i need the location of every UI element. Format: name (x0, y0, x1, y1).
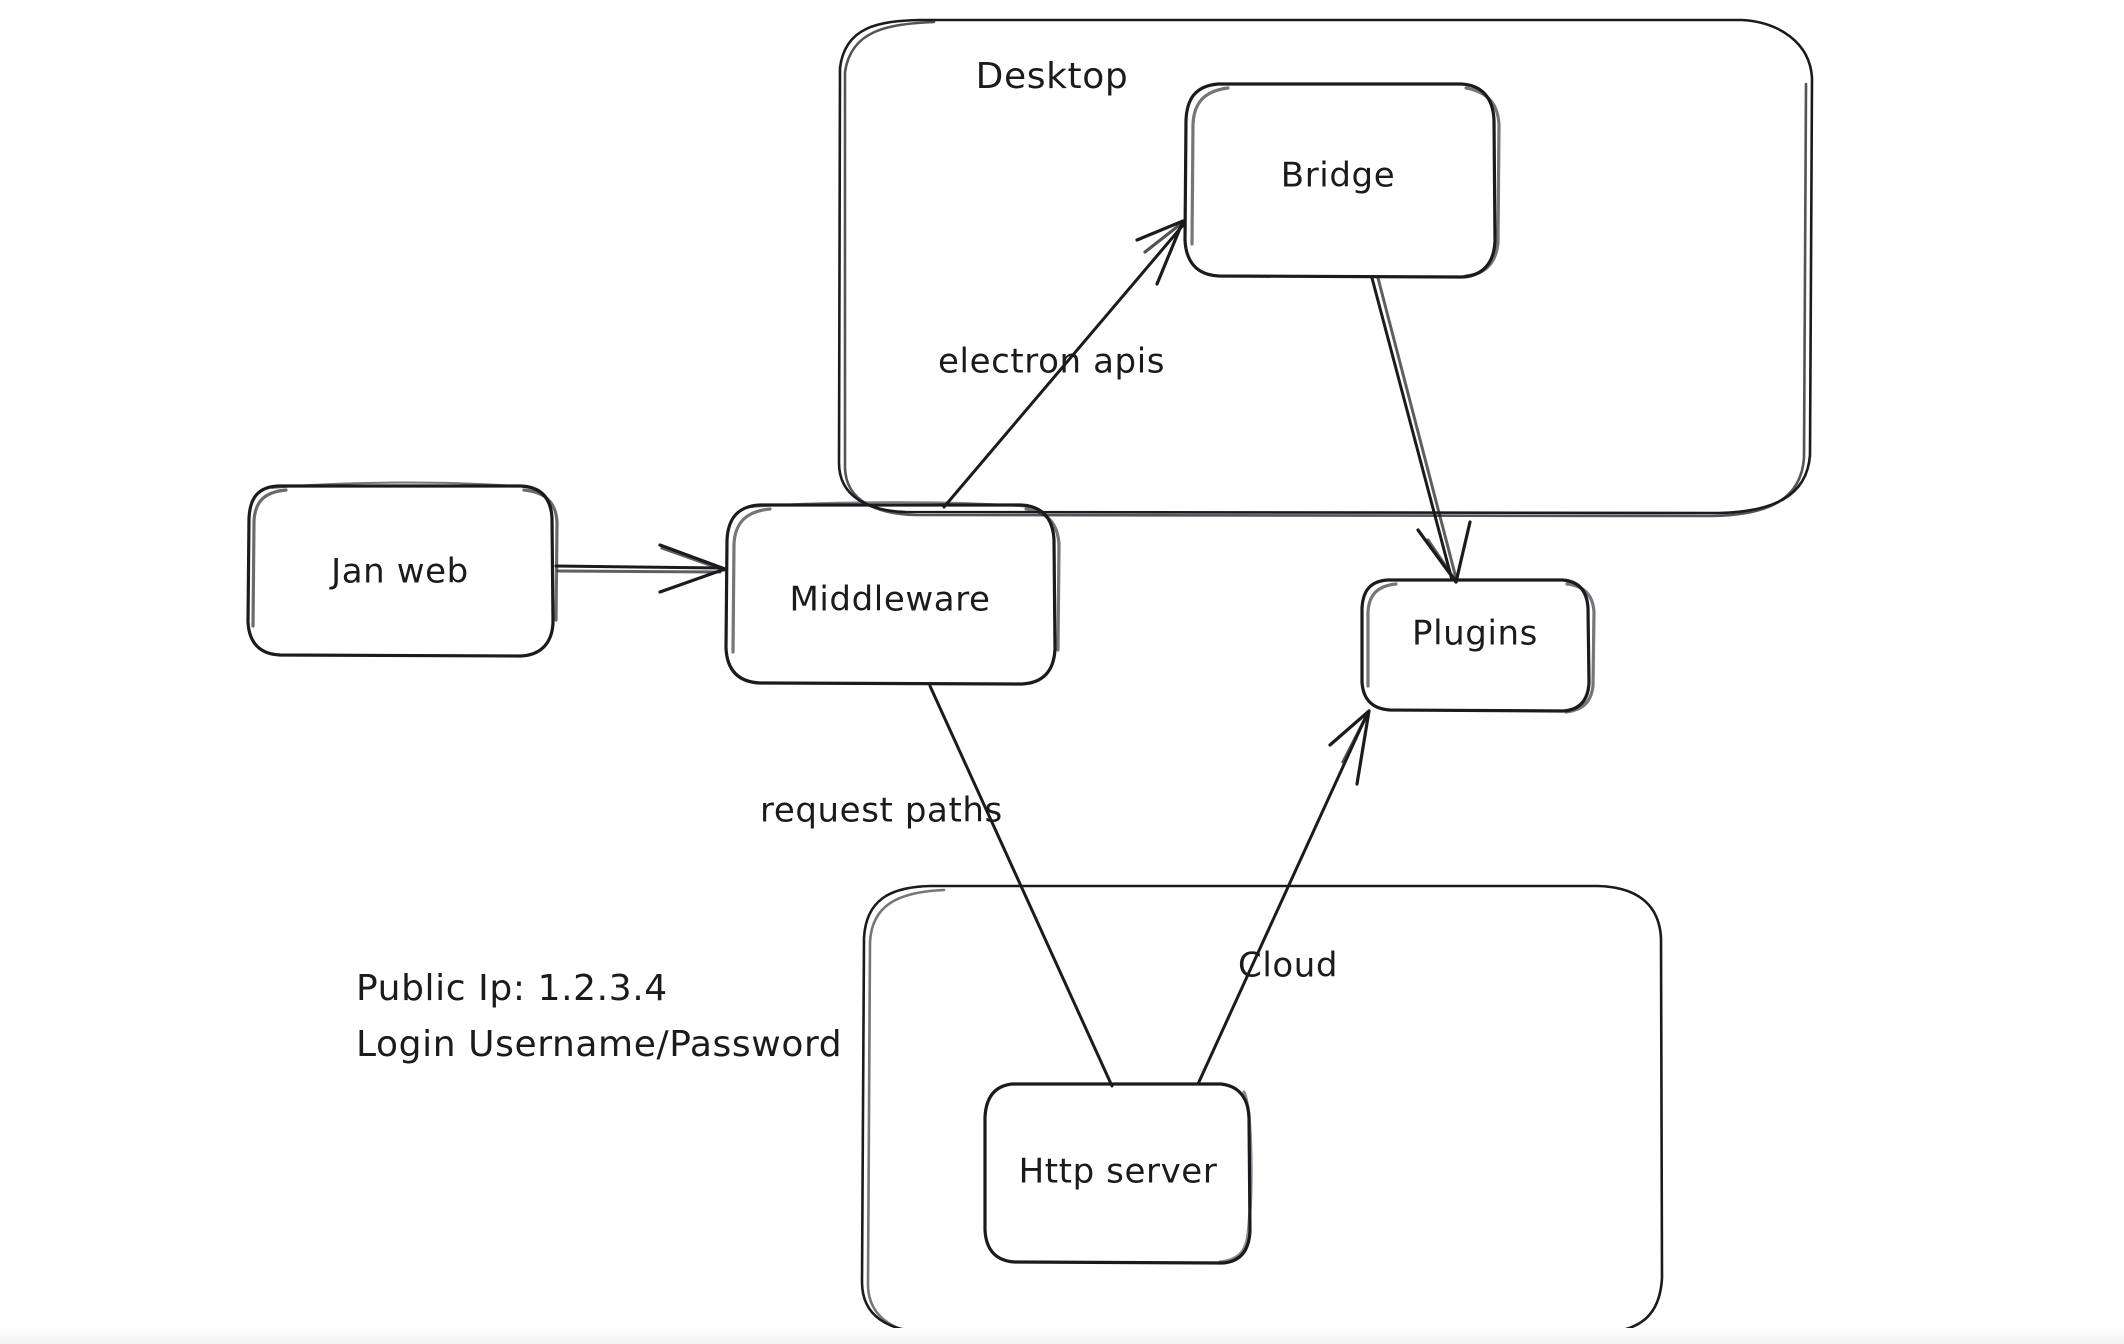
edge-label-cloud: Cloud (1238, 946, 1338, 986)
edge-middleware-to-http-server[interactable]: request paths (760, 684, 1114, 1088)
node-middleware[interactable]: Middleware (724, 501, 1061, 686)
node-jan-web[interactable]: Jan web (246, 481, 559, 658)
node-jan-web-label: Jan web (329, 552, 469, 592)
node-http-server-label: Http server (1019, 1152, 1218, 1192)
node-plugins-label: Plugins (1412, 614, 1538, 654)
edge-bridge-to-plugins[interactable] (1370, 276, 1472, 584)
note-public-ip: Public Ip: 1.2.3.4 Login Username/Passwo… (356, 968, 842, 1065)
edge-http-server-to-plugins[interactable]: Cloud (1196, 709, 1371, 1086)
node-http-server[interactable]: Http server (983, 1082, 1253, 1265)
container-desktop[interactable]: Desktop (837, 18, 1814, 518)
edge-jan-web-to-middleware[interactable] (554, 543, 727, 594)
note-line-login: Login Username/Password (356, 1024, 842, 1065)
node-bridge-label: Bridge (1281, 156, 1395, 196)
edge-label-request-paths: request paths (760, 791, 1003, 831)
edge-middleware-to-bridge[interactable]: electron apis (938, 219, 1186, 509)
note-line-public-ip: Public Ip: 1.2.3.4 (356, 968, 668, 1009)
edge-label-electron-apis: electron apis (938, 342, 1165, 382)
container-desktop-label: Desktop (976, 56, 1129, 97)
node-plugins[interactable]: Plugins (1360, 578, 1596, 714)
node-middleware-label: Middleware (789, 580, 990, 620)
node-bridge[interactable]: Bridge (1183, 82, 1501, 279)
